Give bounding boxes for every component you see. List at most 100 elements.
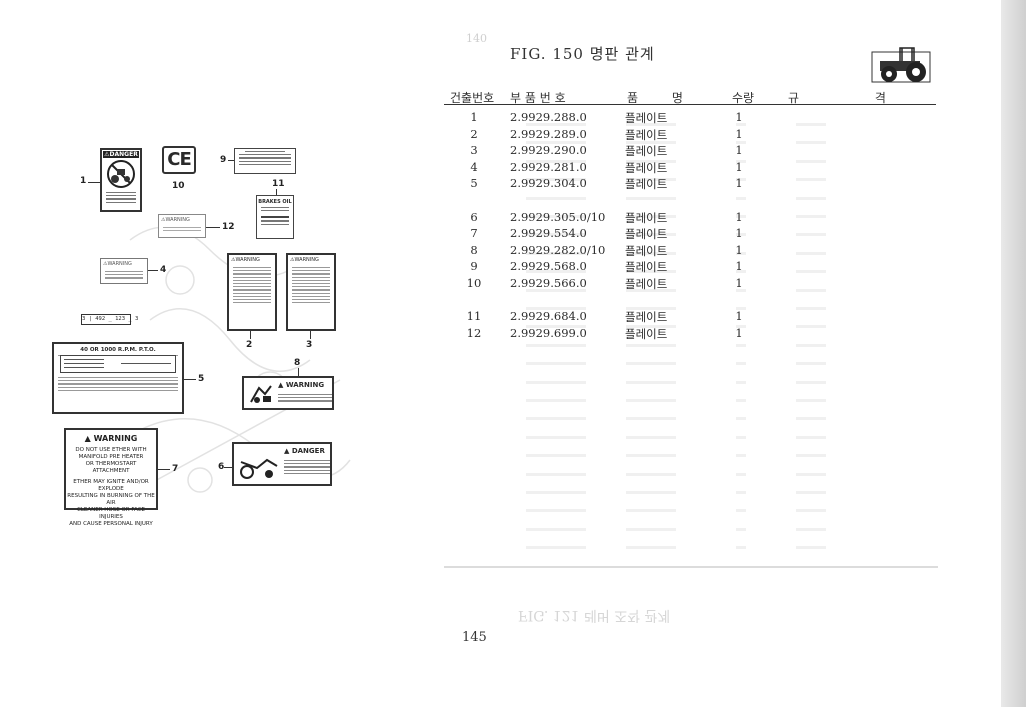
warning-7-line: AND CAUSE PERSONAL INJURY xyxy=(69,521,153,527)
leader-11 xyxy=(276,189,277,195)
decal-danger-6: ▲ DANGER xyxy=(232,442,332,486)
callout-9: 9 xyxy=(220,155,227,165)
warning-4-head: ⚠WARNING xyxy=(103,261,132,267)
warning-4-lines xyxy=(101,269,147,281)
parts-table: 건출번호 부 품 번 호 품 명 수량 규 격 1 2.9929.288.0 플레이… xyxy=(444,88,936,341)
quantity: 1 xyxy=(735,143,743,158)
part-name: 플레이트 xyxy=(625,111,668,125)
ce-mark: CE xyxy=(167,149,192,170)
page-edge-shadow xyxy=(1001,0,1026,707)
item-number: 12 xyxy=(466,325,482,340)
page-number: 145 xyxy=(462,630,487,645)
callout-1: 1 xyxy=(80,176,87,186)
part-number: 2.9929.281.0 xyxy=(510,159,587,174)
item-number: 7 xyxy=(470,226,478,241)
warning-3-head: ⚠WARNING xyxy=(290,257,319,263)
callout-4: 4 xyxy=(160,265,167,275)
header-part-no: 부 품 번 호 xyxy=(510,91,566,105)
callout-12: 12 xyxy=(222,222,235,232)
pto-diagram xyxy=(60,355,176,373)
ghost-row xyxy=(446,284,936,297)
callout-5: 5 xyxy=(198,374,205,384)
item-number: 10 xyxy=(466,276,482,290)
quantity: 1 xyxy=(735,126,743,141)
item-number: 6 xyxy=(470,209,478,224)
decal-warning-4: ⚠WARNING xyxy=(100,258,148,284)
part-name: 플레이트 xyxy=(625,127,668,142)
warning-7-header: ▲ WARNING xyxy=(66,434,156,443)
part-number: 2.9929.684.0 xyxy=(510,309,587,324)
part-number: 2.9929.288.0 xyxy=(510,110,587,124)
ghost-row xyxy=(446,468,936,481)
runover-hazard-icon xyxy=(240,458,278,479)
warning-7-line: ETHER MAY IGNITE AND/OR EXPLODE xyxy=(73,479,149,492)
ghost-row xyxy=(446,155,936,168)
warning-8-lines xyxy=(278,392,332,404)
part-number: 2.9929.289.0 xyxy=(510,126,587,141)
tractor-icon xyxy=(871,47,931,83)
part-name: 플레이트 xyxy=(625,210,668,225)
warning-7-line: OR THERMOSTART xyxy=(85,461,137,467)
ghost-row xyxy=(446,449,936,462)
leader-12 xyxy=(206,227,220,228)
item-number: 1 xyxy=(470,110,478,124)
decal-warning-7: ▲ WARNING DO NOT USE ETHER WITH MANIFOLD… xyxy=(64,428,158,527)
callout-7: 7 xyxy=(172,464,179,474)
decal-warning-2: ⚠WARNING xyxy=(227,253,277,331)
table-header: 건출번호 부 품 번 호 품 명 수량 규 격 xyxy=(444,88,936,105)
part-name: 플레이트 xyxy=(625,144,668,159)
ghost-title: FIG. 121 레버 조작 관계 xyxy=(518,607,671,623)
brakes-oil-title: BRAKES OIL xyxy=(258,199,292,205)
ghost-row xyxy=(446,376,936,389)
ghost-row xyxy=(446,431,936,444)
danger-header: ⚠DANGER xyxy=(103,151,139,158)
pto-title: 40 OR 1000 R.P.M. P.T.O. xyxy=(80,347,156,353)
quantity: 1 xyxy=(735,110,743,124)
warning-7-line: MANIFOLD PRE HEATER xyxy=(78,454,144,460)
ghost-page-number: 140 xyxy=(466,32,487,45)
warning-2-lines xyxy=(229,265,275,305)
warning-7-line: CLEANER HOSE OR FACE INJURIES xyxy=(76,507,146,520)
quantity: 1 xyxy=(735,226,743,241)
part-name: 플레이트 xyxy=(625,310,668,325)
leader-8 xyxy=(298,368,299,376)
danger-triangle-icon: ▲ xyxy=(284,447,290,455)
callout-11: 11 xyxy=(272,179,285,189)
quantity: 1 xyxy=(735,176,743,191)
warning-12-head: ⚠WARNING xyxy=(161,217,190,223)
quantity: 1 xyxy=(735,159,743,174)
callout-10: 10 xyxy=(172,181,185,191)
brakes-oil-lines xyxy=(257,205,293,227)
header-spec: 규 격 xyxy=(788,91,886,105)
ghost-row xyxy=(446,339,936,352)
ghost-row xyxy=(446,394,936,407)
warning-7-line: ATTACHMENT xyxy=(92,468,130,474)
decal-pto: 40 OR 1000 R.P.M. P.T.O. xyxy=(52,342,184,414)
strip-code-text: 3 | 492 _ 123 _ 3 xyxy=(82,316,139,322)
leader-4 xyxy=(148,270,158,271)
ghost-row xyxy=(446,228,936,241)
table-row: 1 2.9929.288.0 플레이트 1 xyxy=(444,110,936,126)
quantity: 1 xyxy=(735,325,743,340)
ghost-row xyxy=(446,504,936,517)
part-number: 2.9929.568.0 xyxy=(510,259,587,274)
item-number: 2 xyxy=(470,126,478,141)
decal-danger-1: ⚠DANGER xyxy=(100,148,142,212)
part-number: 2.9929.566.0 xyxy=(510,276,587,290)
ghost-row xyxy=(446,523,936,536)
leader-5 xyxy=(184,379,196,380)
leader-7 xyxy=(158,469,170,470)
part-number: 2.9929.282.0/10 xyxy=(510,242,606,257)
table-row: 2 2.9929.289.0 플레이트 1 xyxy=(444,127,936,143)
item-number: 9 xyxy=(470,259,478,274)
ghost-row xyxy=(446,173,936,186)
warning-7-body: DO NOT USE ETHER WITH MANIFOLD PRE HEATE… xyxy=(66,447,156,528)
ghost-row xyxy=(446,302,936,315)
page-title: FIG. 150 명판 관계 xyxy=(510,45,655,63)
